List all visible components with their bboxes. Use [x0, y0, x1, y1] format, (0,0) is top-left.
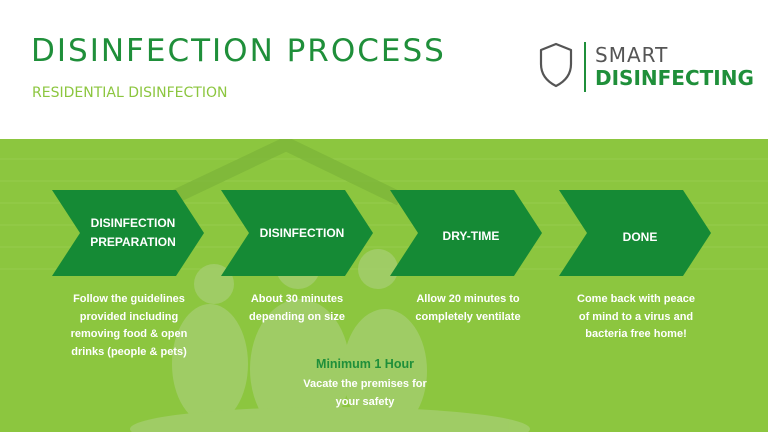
step-description-preparation: Follow the guidelines provided including… — [56, 291, 202, 361]
logo-divider — [584, 42, 586, 92]
step-chevron-preparation: DISINFECTION PREPARATION — [52, 190, 204, 276]
step-label: DONE — [585, 190, 695, 276]
logo-text-smart: SMART — [595, 43, 668, 67]
step-description-done: Come back with peace of mind to a virus … — [572, 291, 700, 344]
step-chevron-disinfection: DISINFECTION — [221, 190, 373, 276]
page-subtitle: RESIDENTIAL DISINFECTION — [32, 85, 227, 101]
step-label: DISINFECTION PREPARATION — [78, 190, 188, 276]
shield-icon — [538, 42, 574, 88]
logo-text-disinfecting: DISINFECTING — [595, 66, 754, 90]
step-label: DISINFECTION — [247, 190, 357, 276]
page-title: DISINFECTION PROCESS — [31, 33, 446, 69]
step-label: DRY-TIME — [416, 190, 526, 276]
process-panel: DISINFECTION PREPARATION DISINFECTION DR… — [0, 139, 768, 432]
minimum-time-heading: Minimum 1 Hour — [300, 357, 430, 371]
logo: SMART DISINFECTING — [538, 40, 758, 96]
step-chevron-dry-time: DRY-TIME — [390, 190, 542, 276]
step-chevron-done: DONE — [559, 190, 711, 276]
header: DISINFECTION PROCESS RESIDENTIAL DISINFE… — [0, 0, 768, 139]
vacate-notice: Vacate the premises for your safety — [290, 376, 440, 411]
step-description-dry-time: Allow 20 minutes to completely ventilate — [400, 291, 536, 326]
step-description-disinfection: About 30 minutes depending on size — [233, 291, 361, 326]
